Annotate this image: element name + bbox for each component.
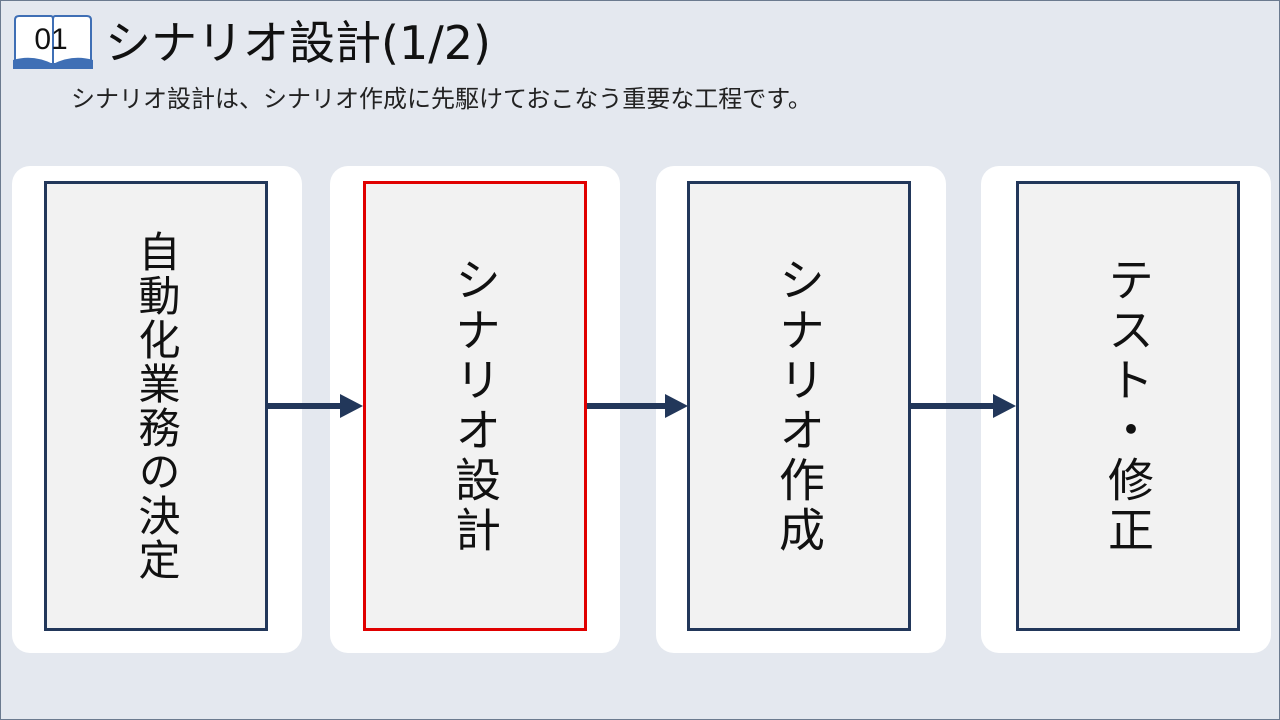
step-box-1: 自動化業務の決定 bbox=[44, 181, 268, 631]
step-label-4: テスト・修正 bbox=[1101, 256, 1155, 556]
arrow-right-icon bbox=[911, 393, 1017, 419]
step-label-2: シナリオ設計 bbox=[448, 256, 502, 556]
step-box-2-current: シナリオ設計 bbox=[363, 181, 587, 631]
open-book-icon bbox=[13, 15, 93, 69]
step-label-1: 自動化業務の決定 bbox=[132, 230, 181, 582]
step-label-3: シナリオ作成 bbox=[772, 256, 826, 556]
arrow-right-icon bbox=[587, 393, 689, 419]
page-title: シナリオ設計(1/2) bbox=[105, 16, 491, 70]
section-number: 01 bbox=[34, 23, 68, 56]
step-box-3: シナリオ作成 bbox=[687, 181, 911, 631]
page-subtitle: シナリオ設計は、シナリオ作成に先駆けておこなう重要な工程です。 bbox=[71, 85, 812, 113]
section-badge: 01 bbox=[11, 14, 95, 70]
arrow-right-icon bbox=[268, 393, 364, 419]
step-box-4: テスト・修正 bbox=[1016, 181, 1240, 631]
